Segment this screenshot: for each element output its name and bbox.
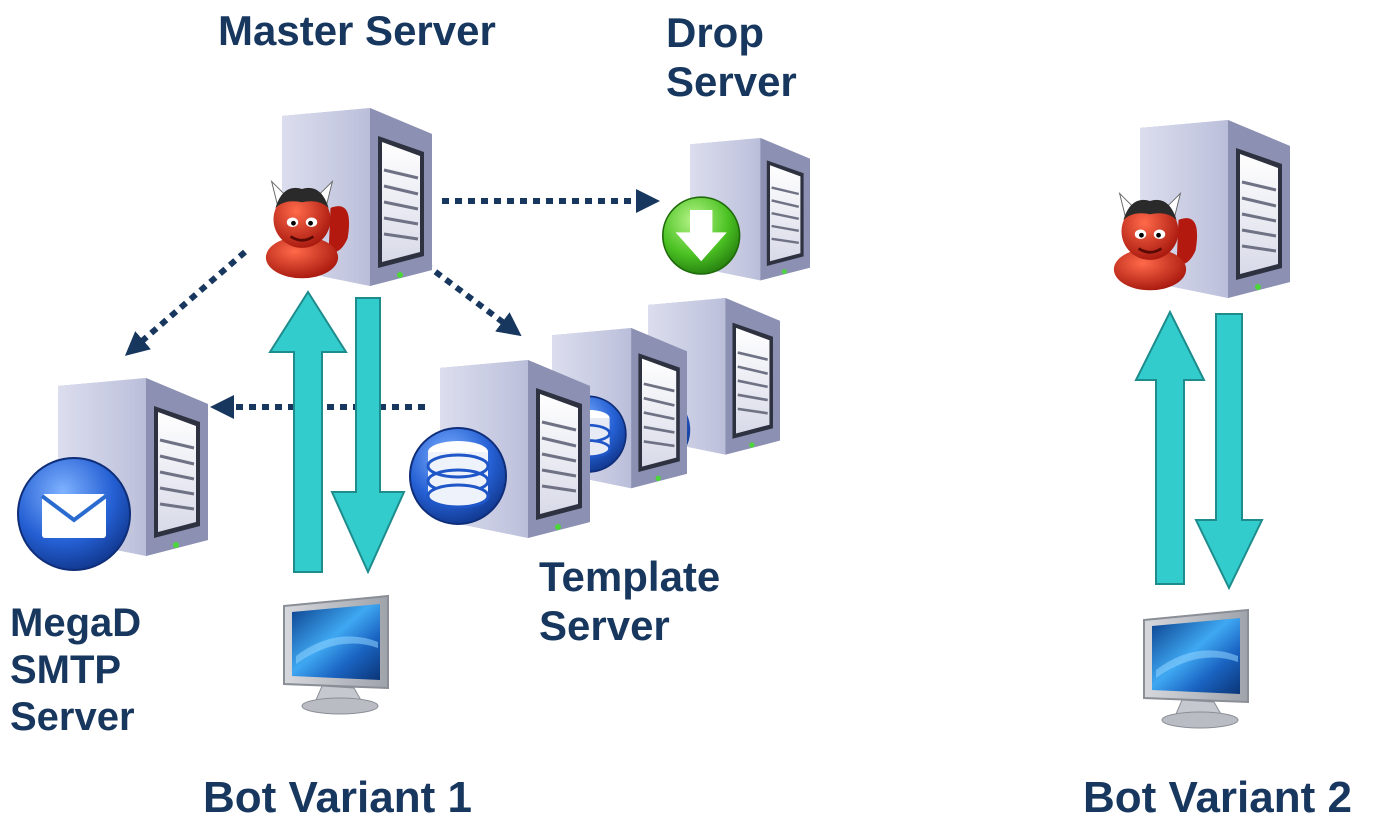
bot-2-monitor <box>1143 609 1249 729</box>
template-server-label-line-2: Server <box>539 602 670 650</box>
bot2-down-arrow <box>1194 313 1264 591</box>
drop-server-label: Drop Server <box>666 8 797 106</box>
master-server-label: Master Server <box>218 7 496 54</box>
bot2-up-arrow <box>1134 309 1206 585</box>
drop-server-label-line-1: Drop <box>666 9 764 56</box>
smtp-server-label-line-2: SMTP <box>10 647 122 692</box>
template-server-label-line-1: Template <box>539 553 721 600</box>
traffic-arrows-bot-1 <box>268 290 406 575</box>
bot-variant-1-label: Bot Variant 1 <box>203 773 472 822</box>
bot1-down-arrow <box>330 297 406 575</box>
template-server-label: Template Server <box>539 552 720 650</box>
smtp-server-label-line-1: MegaD <box>10 601 142 645</box>
arrow-master-to-smtp <box>124 249 247 356</box>
drop-server-label-line-2: Server <box>666 58 797 106</box>
traffic-arrows-bot-2 <box>1134 309 1264 591</box>
download-icon <box>661 196 741 275</box>
smtp-server <box>17 376 210 571</box>
master-server <box>264 106 434 288</box>
drop-server <box>661 136 812 282</box>
mail-icon <box>17 457 131 571</box>
template-server-1 <box>409 358 592 540</box>
bot1-up-arrow <box>268 290 348 573</box>
dotted-arrows <box>124 189 660 419</box>
bot-variant-2-label: Bot Variant 2 <box>1083 773 1352 822</box>
master-server-2 <box>1112 118 1292 300</box>
template-servers <box>409 296 782 540</box>
smtp-server-label-line-3: Server <box>10 694 135 739</box>
database-icon <box>409 427 507 525</box>
arrow-master-to-template <box>423 261 522 337</box>
smtp-server-label: MegaD SMTP Server <box>10 600 141 740</box>
bot-1-monitor <box>283 595 389 715</box>
